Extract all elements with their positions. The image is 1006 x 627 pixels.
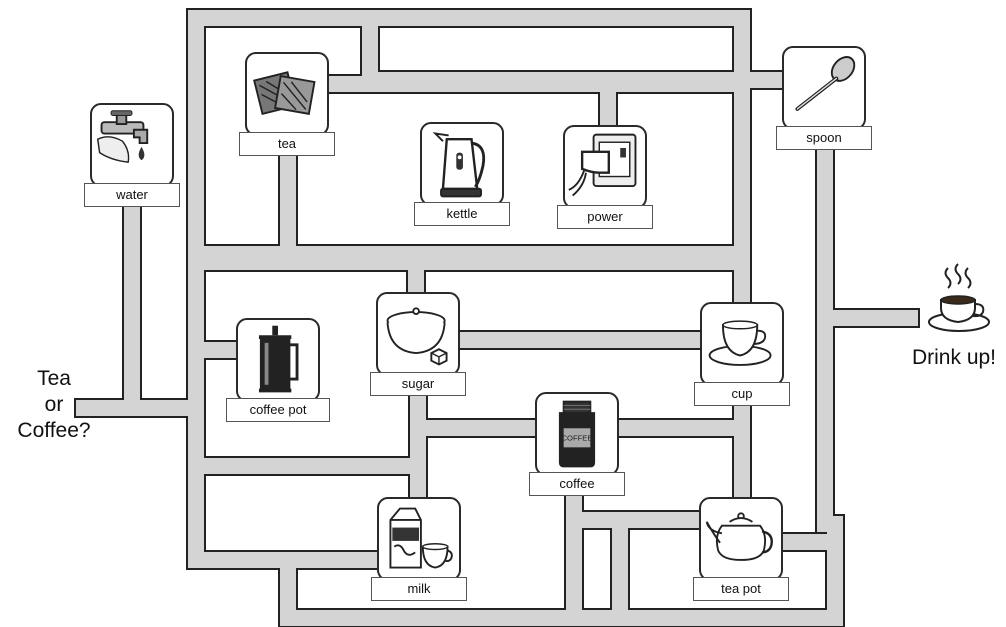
start-line-1: Tea: [6, 366, 102, 392]
coffee-label: coffee: [529, 472, 625, 496]
kettle-label: kettle: [414, 202, 510, 226]
tea-card[interactable]: [245, 52, 329, 136]
tea-bags-icon: [247, 54, 327, 134]
tea-pot-card[interactable]: [699, 497, 783, 581]
spoon-icon: [784, 48, 864, 128]
coffee-pot-label: coffee pot: [226, 398, 330, 422]
steaming-cup-icon: [924, 262, 994, 338]
water-card[interactable]: [90, 103, 174, 187]
svg-text:COFFEE: COFFEE: [562, 434, 593, 443]
coffee-jar-icon: COFFEE: [537, 394, 617, 474]
milk-carton-icon: [379, 499, 459, 579]
power-card[interactable]: [563, 125, 647, 209]
start-line-2: or: [6, 392, 102, 418]
spoon-card[interactable]: [782, 46, 866, 130]
kettle-card[interactable]: [420, 122, 504, 206]
tea-label: tea: [239, 132, 335, 156]
sugar-label: sugar: [370, 372, 466, 396]
tea-pot-label: tea pot: [693, 577, 789, 601]
start-label: Tea or Coffee?: [6, 366, 102, 444]
cup-card[interactable]: [700, 302, 784, 386]
milk-label: milk: [371, 577, 467, 601]
kettle-icon: [422, 124, 502, 204]
water-label: water: [84, 183, 180, 207]
french-press-icon: [238, 320, 318, 400]
coffee-card[interactable]: COFFEE: [535, 392, 619, 476]
cup-label: cup: [694, 382, 790, 406]
power-label: power: [557, 205, 653, 229]
sugar-bowl-icon: [378, 294, 458, 374]
cup-and-saucer-icon: [702, 304, 782, 384]
spoon-label: spoon: [776, 126, 872, 150]
start-line-3: Coffee?: [6, 418, 102, 444]
power-plug-icon: [565, 127, 645, 207]
sugar-card[interactable]: [376, 292, 460, 376]
finish-label: Drink up!: [902, 345, 1006, 371]
teapot-icon: [701, 499, 781, 579]
tap-icon: [92, 105, 172, 185]
coffee-pot-card[interactable]: [236, 318, 320, 402]
milk-card[interactable]: [377, 497, 461, 581]
